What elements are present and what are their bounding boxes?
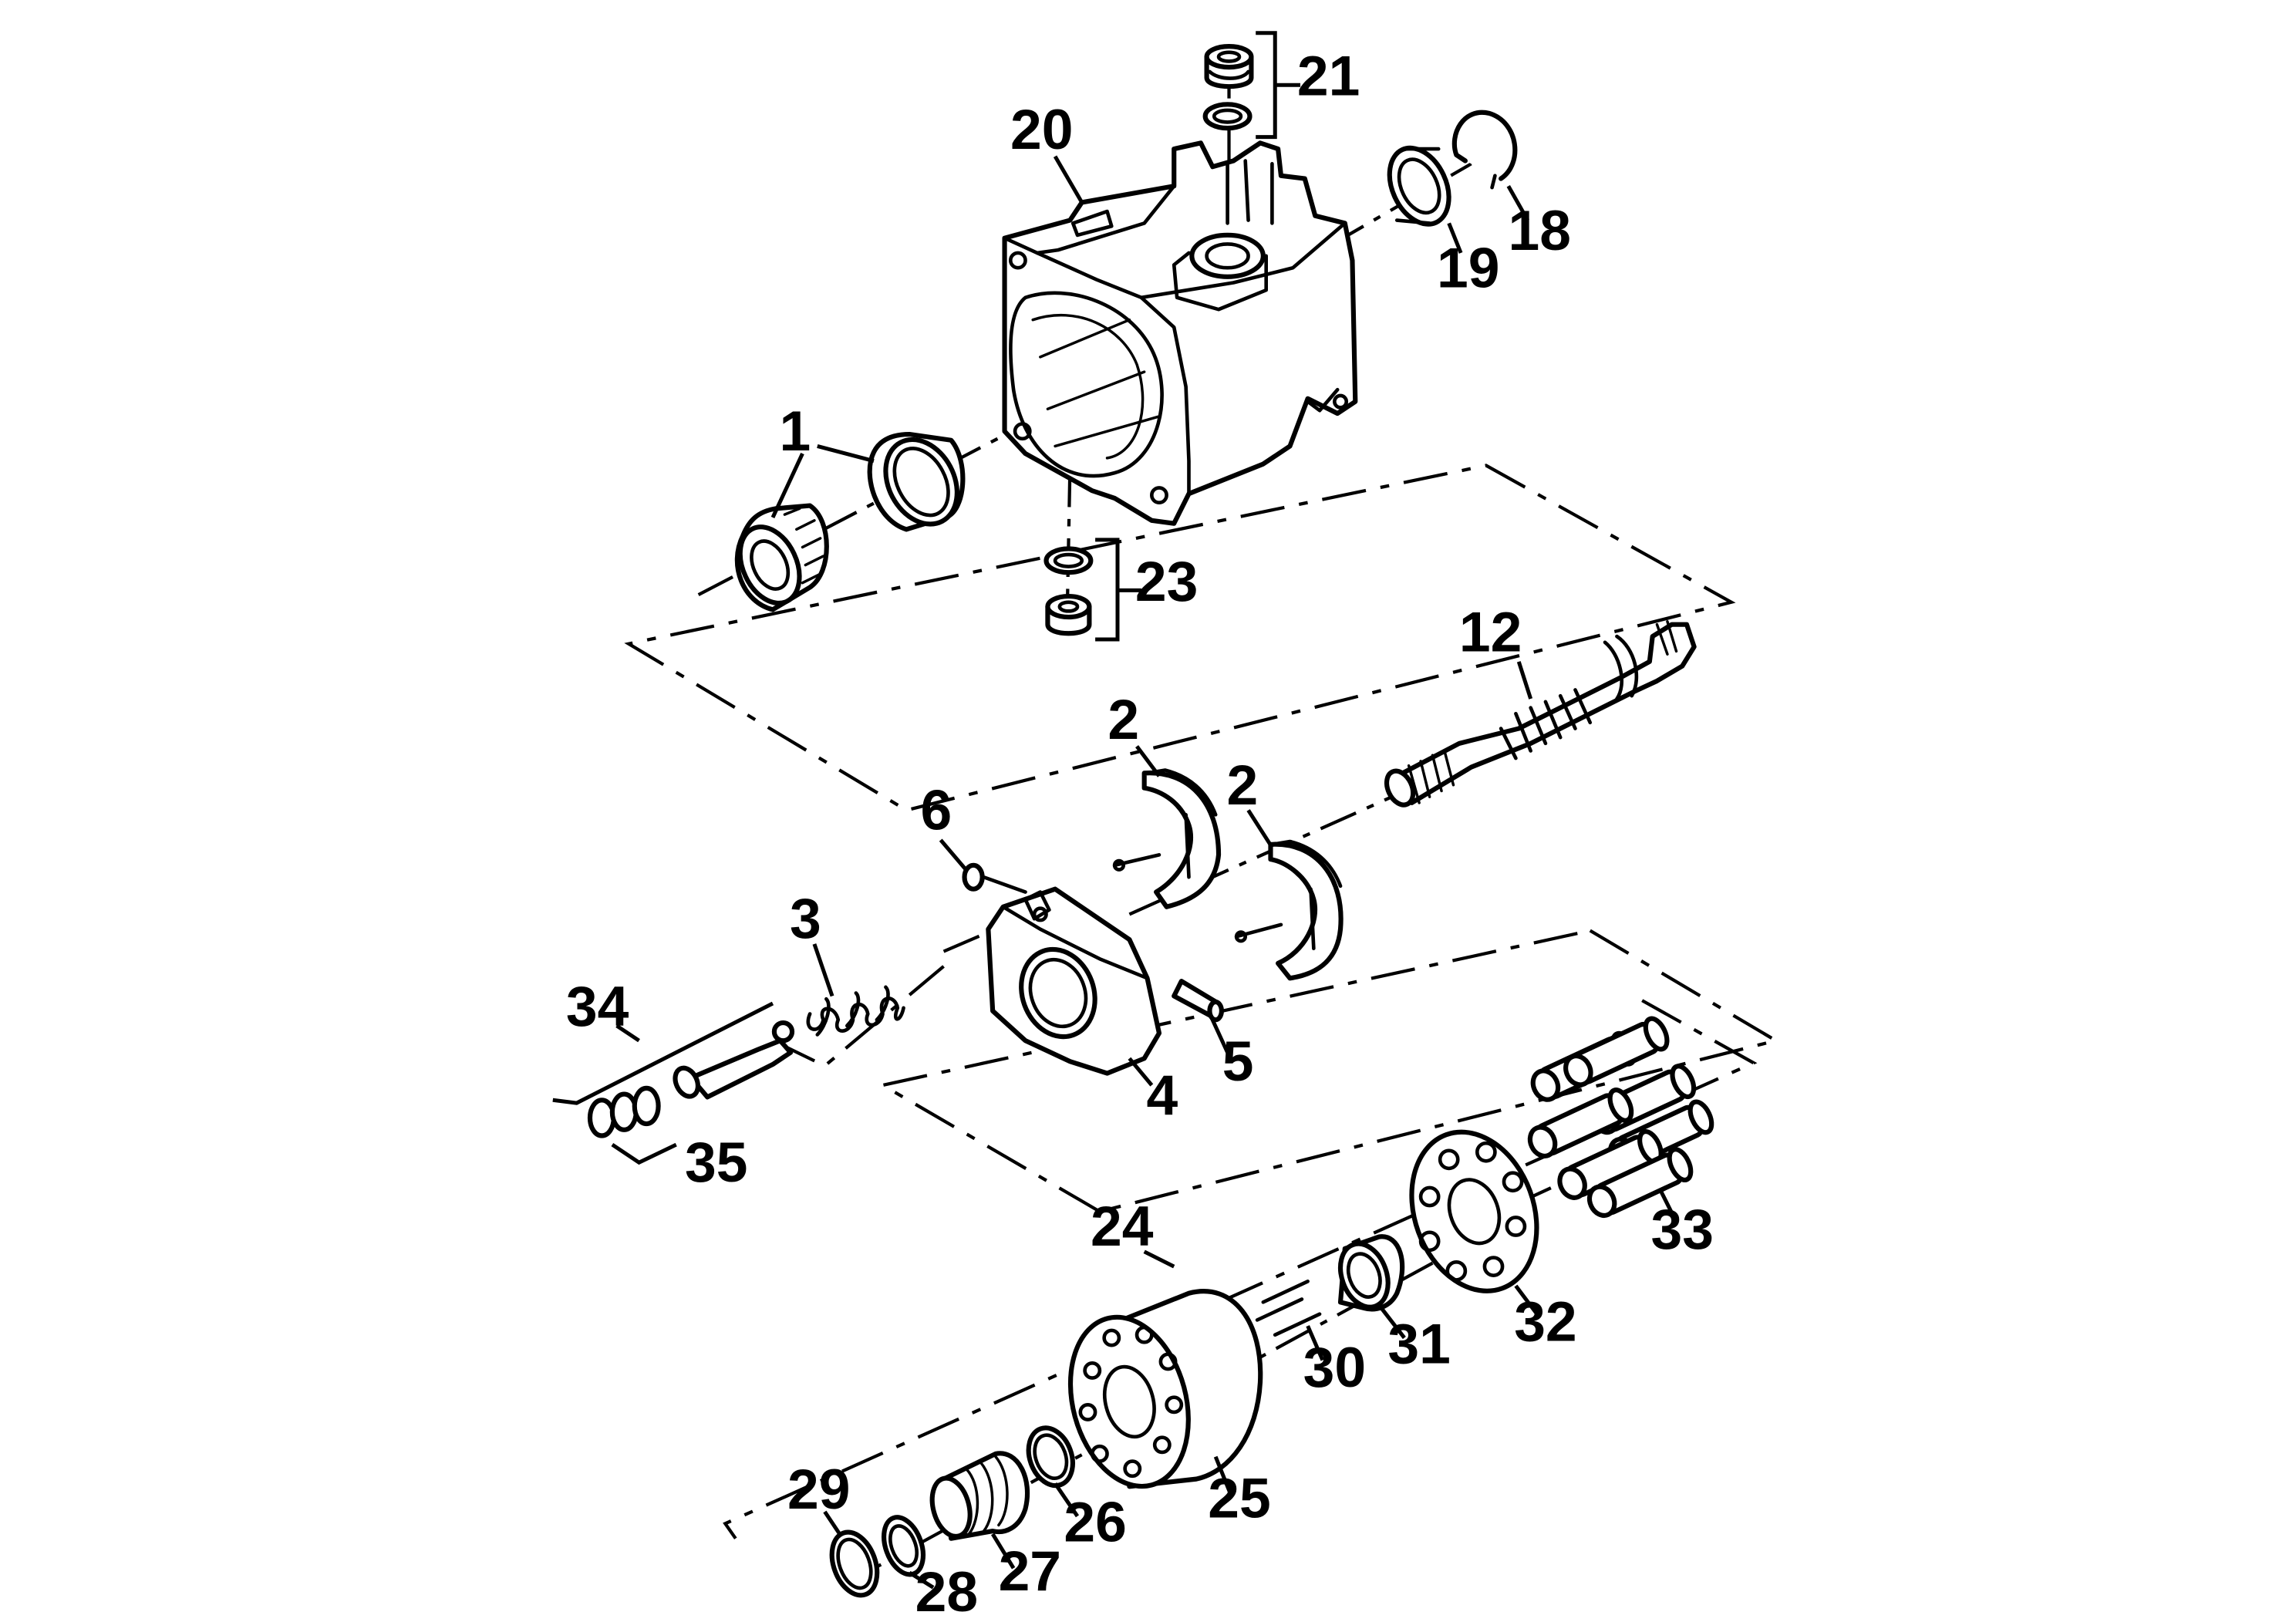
o-ring-top [1202, 102, 1253, 131]
callout-33: 33 [1650, 1198, 1713, 1261]
axis-bearing [697, 415, 1041, 597]
cylinder-block [1067, 1289, 1263, 1489]
callout-4: 4 [1146, 1064, 1178, 1128]
callout-35: 35 [685, 1131, 747, 1194]
frame-swashplate-group [878, 929, 1781, 1214]
cradle-bearing-upper [1141, 768, 1222, 909]
pin [1172, 979, 1224, 1023]
housing [1002, 140, 1358, 526]
callout-6: 6 [921, 779, 952, 842]
bearing-cup [867, 431, 966, 532]
piston-assemblies [1527, 1016, 1714, 1219]
callout-34: 34 [566, 975, 629, 1038]
ball-guide [1337, 1234, 1405, 1312]
retaining-ring [1451, 110, 1518, 190]
callout-2a: 2 [1108, 688, 1139, 751]
swashplate [986, 886, 1162, 1076]
callout-27: 27 [999, 1539, 1061, 1603]
callout-5: 5 [1222, 1030, 1254, 1093]
shaft-seal [1387, 145, 1451, 227]
callout-25: 25 [1208, 1467, 1270, 1530]
callout-labels: 1 2 2 3 4 5 6 12 18 19 20 21 23 24 25 26… [566, 45, 1714, 1622]
drive-shaft [1384, 620, 1697, 808]
callout-1: 1 [780, 400, 811, 463]
cradle-bearing-lower [1268, 839, 1344, 981]
callout-21: 21 [1297, 45, 1360, 108]
callout-20: 20 [1010, 98, 1073, 161]
callout-18: 18 [1509, 199, 1571, 262]
plug-bottom [1045, 593, 1092, 636]
callout-32: 32 [1514, 1290, 1576, 1353]
guide-pins [1112, 853, 1283, 943]
frame-housing-group [624, 464, 1736, 812]
bearing-cone [734, 503, 829, 612]
frame-rotating-kit [723, 999, 1758, 1539]
callout-24: 24 [1091, 1195, 1154, 1258]
callout-31: 31 [1387, 1312, 1450, 1375]
spring [806, 985, 905, 1037]
callout-30: 30 [1303, 1336, 1366, 1399]
callout-19: 19 [1437, 236, 1499, 299]
callout-3: 3 [790, 887, 821, 950]
ring [1026, 1425, 1075, 1489]
block-spring [929, 1451, 1030, 1541]
callout-26: 26 [1064, 1491, 1126, 1554]
callout-28: 28 [915, 1560, 978, 1622]
leader-lines [552, 31, 1678, 1590]
o-rings [587, 1085, 661, 1138]
pins [1255, 1280, 1322, 1337]
frame-spring-kit [772, 965, 945, 1068]
plug-top [1204, 44, 1254, 89]
callout-23: 23 [1135, 550, 1198, 613]
callout-12: 12 [1459, 600, 1522, 663]
callout-2b: 2 [1226, 754, 1258, 817]
snap-ring-block [829, 1529, 880, 1598]
snap-ring [962, 862, 1027, 894]
callout-29: 29 [787, 1458, 850, 1521]
o-ring-bottom [1043, 546, 1094, 575]
servo-piston [673, 1020, 795, 1100]
slipper-retainer [1409, 1129, 1539, 1293]
